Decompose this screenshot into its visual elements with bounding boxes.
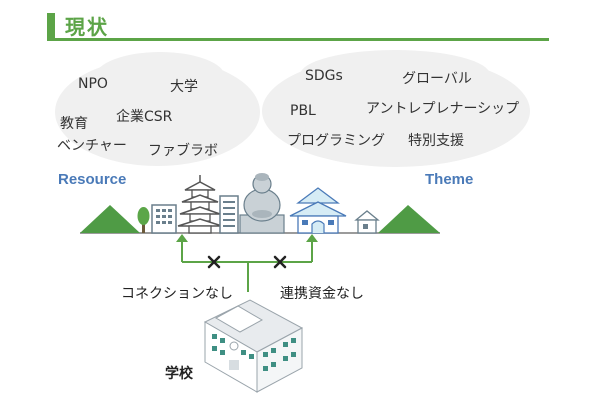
tree-trunk xyxy=(142,222,145,233)
cross-right-icon xyxy=(273,255,287,269)
keyword-corporate-csr: 企業CSR xyxy=(116,109,173,125)
cross-left-icon xyxy=(207,255,221,269)
great-buddha-icon xyxy=(239,173,285,234)
keyword-sdgs: SDGs xyxy=(305,68,343,84)
keyword-npo: NPO xyxy=(78,76,108,92)
arrow-up-left-icon xyxy=(176,234,188,242)
no-connection-label: コネクションなし xyxy=(121,286,233,302)
keyword-venture: ベンチャー xyxy=(57,138,127,154)
header-accent-bar xyxy=(47,13,55,41)
keyword-university: 大学 xyxy=(170,79,198,95)
keyword-pbl: PBL xyxy=(290,103,316,119)
resource-cloud-puff xyxy=(95,52,225,102)
keyword-special-support: 特別支援 xyxy=(408,133,464,149)
theme-heading: Theme xyxy=(425,171,474,188)
arrow-up-right-icon xyxy=(306,234,318,242)
pagoda-icon xyxy=(177,175,223,234)
school-building-icon xyxy=(203,299,304,393)
school-label: 学校 xyxy=(165,366,193,382)
keyword-entrepreneurship: アントレプレナーシップ xyxy=(366,101,520,117)
mountain-right-icon xyxy=(378,205,440,233)
castle-icon xyxy=(289,187,347,234)
keyword-fablab: ファブラボ xyxy=(148,143,218,159)
connector-lines xyxy=(181,240,313,292)
house-icon xyxy=(354,210,380,234)
keyword-programming: プログラミング xyxy=(287,133,385,149)
theme-cloud-puff xyxy=(300,50,490,100)
page-title: 現状 xyxy=(65,15,109,39)
tree-icon xyxy=(137,207,150,225)
no-funding-label: 連携資金なし xyxy=(280,286,364,302)
resource-heading: Resource xyxy=(58,171,127,188)
keyword-education: 教育 xyxy=(60,116,88,132)
keyword-global: グローバル xyxy=(402,71,472,87)
mountain-left-icon xyxy=(80,205,140,233)
header-underline xyxy=(47,38,549,41)
